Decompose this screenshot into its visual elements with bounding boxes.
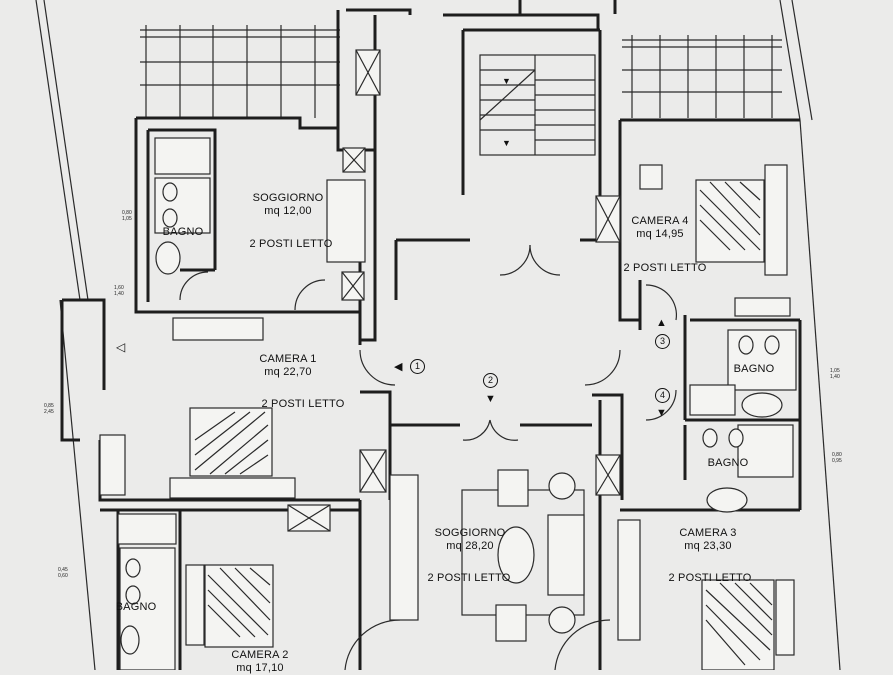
room-camera-4: CAMERA 4 mq 14,95 <box>620 215 700 241</box>
stair-arrow-down-icon: ▼ <box>502 76 511 86</box>
room-area: mq 12,00 <box>264 205 312 217</box>
furniture <box>99 49 794 641</box>
room-name: CAMERA 4 <box>631 215 689 227</box>
beds <box>169 179 795 670</box>
arrow-left-icon: ◀ <box>394 361 403 373</box>
room-beds: 2 POSTI LETTO <box>249 238 333 250</box>
room-beds: 2 POSTI LETTO <box>261 398 345 410</box>
room-area: mq 28,20 <box>446 540 494 552</box>
exterior-wall-left <box>35 0 81 301</box>
room-area: mq 17,10 <box>236 662 284 674</box>
bathroom-label: BAGNO <box>162 226 204 238</box>
arrow-down-icon: ▼ <box>485 393 496 405</box>
room-area: mq 23,30 <box>684 540 732 552</box>
bathroom-label: BAGNO <box>707 457 749 469</box>
room-name: CAMERA 1 <box>259 353 317 365</box>
triangle-left-icon: ◁ <box>116 340 126 354</box>
room-name: SOGGIORNO <box>252 192 324 204</box>
room-camera-2: CAMERA 2 mq 17,10 <box>220 649 300 675</box>
exterior-wall-right-inner <box>791 0 813 121</box>
room-name: CAMERA 2 <box>231 649 289 661</box>
pergola-left <box>140 25 340 118</box>
walls <box>60 0 802 670</box>
exterior-wall-left-inner <box>43 0 89 301</box>
room-soggiorno-small: SOGGIORNO mq 12,00 <box>238 192 338 218</box>
room-camera-3: CAMERA 3 mq 23,30 <box>668 527 748 553</box>
door-marker: 1 <box>410 359 425 374</box>
room-name: CAMERA 3 <box>679 527 737 539</box>
door-marker: 4 <box>655 388 670 403</box>
stair-arrow-down-icon: ▼ <box>502 138 511 148</box>
doors <box>179 244 678 670</box>
door-marker: 2 <box>483 373 498 388</box>
room-soggiorno-large: SOGGIORNO mq 28,20 <box>420 527 520 553</box>
exterior-wall-left-lower <box>59 299 96 670</box>
arrow-down-icon: ▼ <box>656 407 667 419</box>
sanitary <box>119 177 797 670</box>
staircase <box>479 54 596 156</box>
bathroom-label: BAGNO <box>733 363 775 375</box>
exterior-wall-right-lower <box>799 119 841 670</box>
room-camera-1: CAMERA 1 mq 22,70 <box>238 353 338 379</box>
arrow-up-icon: ▲ <box>656 317 667 329</box>
dining-set <box>461 469 585 642</box>
room-beds: 2 POSTI LETTO <box>623 262 707 274</box>
pergola-right <box>622 35 782 118</box>
room-beds: 2 POSTI LETTO <box>668 572 752 584</box>
room-name: SOGGIORNO <box>434 527 506 539</box>
door-marker: 3 <box>655 334 670 349</box>
bathroom-label: BAGNO <box>115 601 157 613</box>
room-beds: 2 POSTI LETTO <box>427 572 511 584</box>
room-area: mq 14,95 <box>636 228 684 240</box>
room-area: mq 22,70 <box>264 366 312 378</box>
exterior-wall-right <box>779 0 801 121</box>
